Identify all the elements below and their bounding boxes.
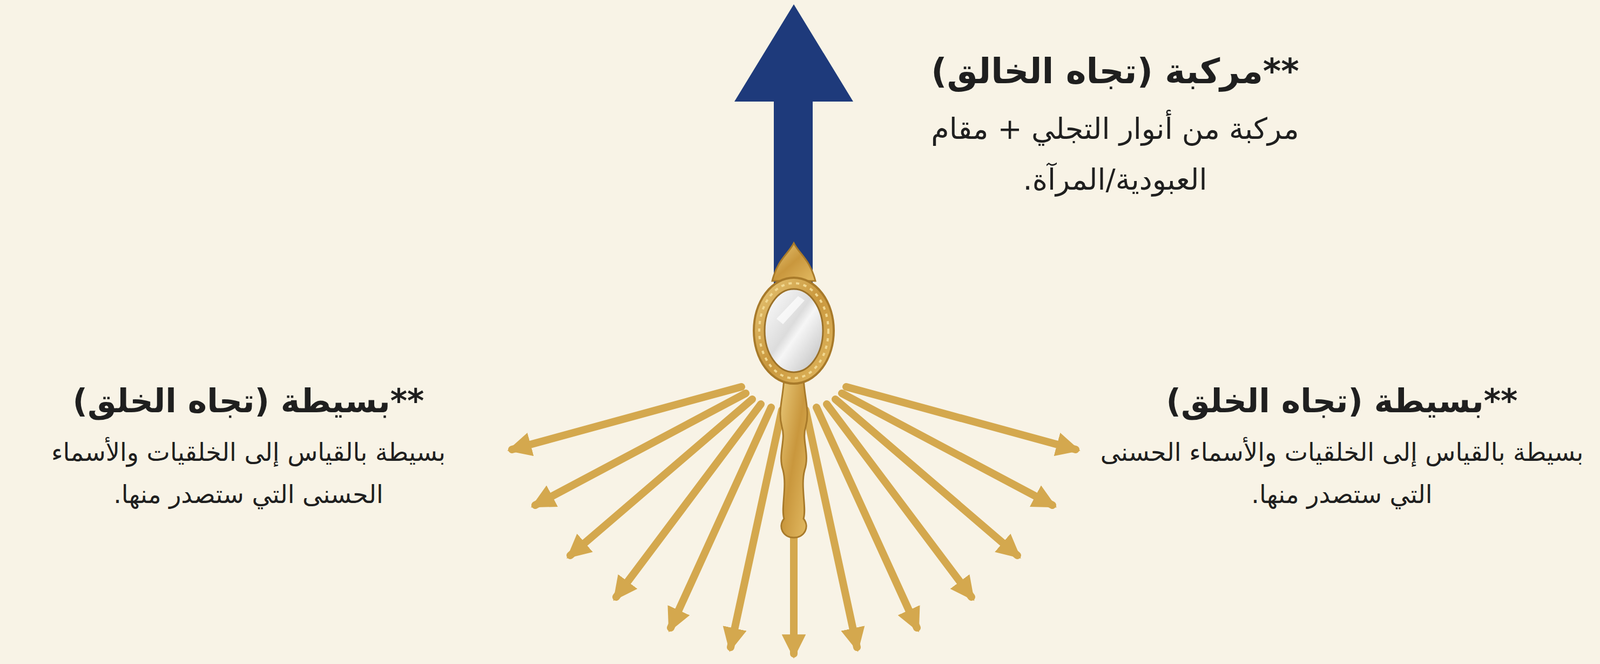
fan-arrow [841,393,1053,505]
heading-label: **بسيطة (تجاه الخلق) [1096,377,1588,424]
heading-label: **مركبة (تجاه الخالق) [885,47,1345,97]
arrow-head [734,4,854,102]
body-label: مركبة من أنوار التجلي + مقام العبودية/ال… [885,103,1345,206]
fan-arrow [816,407,917,628]
mirror-handle [780,377,808,538]
up-arrow [734,4,854,287]
body-label: بسيطة بالقياس إلى الخلقيات والأسماء الحس… [1096,430,1588,516]
fan-arrow [535,393,746,505]
fan-arrow [846,386,1076,450]
heading-label: **بسيطة (تجاه الخلق) [10,377,486,424]
mirror-glass [764,288,823,373]
hand-mirror [753,242,834,538]
fan-arrow [616,403,761,597]
glass-shine [776,295,805,324]
fan-arrow [730,409,782,647]
text-group: **مركبة (تجاه الخالق) مركبة من أنوار التج… [885,47,1345,206]
body-label: بسيطة بالقياس إلى الخلقيات والأسماء الحس… [10,430,486,516]
frame-ornament [759,282,829,378]
mirror-frame [753,277,834,384]
text-group: **بسيطة (تجاه الخلق) بسيطة بالقياس إلى ال… [10,377,486,516]
text-group: **بسيطة (تجاه الخلق) بسيطة بالقياس إلى ال… [1096,377,1588,516]
mirror-crown [772,242,816,281]
